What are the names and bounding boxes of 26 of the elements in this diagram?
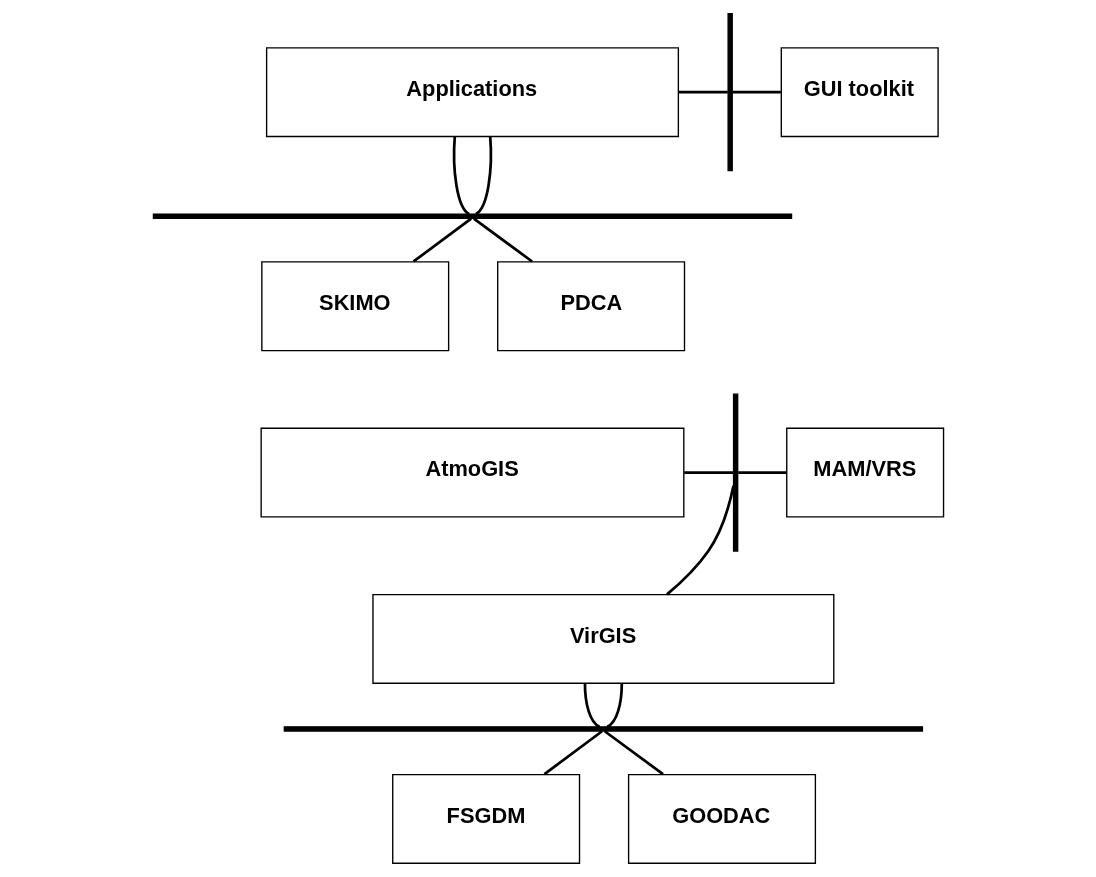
connector: [683, 471, 733, 474]
connector: [452, 136, 470, 216]
node-box: MAM/VRS: [785, 427, 944, 518]
node-box: FSGDM: [391, 773, 580, 864]
connector: [678, 90, 728, 94]
connector: [737, 471, 786, 474]
connector: [603, 730, 664, 776]
connector: [474, 136, 492, 216]
connector: [412, 217, 472, 263]
connector: [665, 485, 735, 596]
node-bar: [732, 393, 738, 552]
node-bar: [283, 726, 923, 732]
connector: [732, 90, 781, 94]
connector: [583, 683, 600, 728]
node-box: PDCA: [496, 261, 685, 352]
node-bar: [152, 213, 792, 219]
node-box: Applications: [265, 47, 679, 138]
node-box: VirGIS: [371, 593, 834, 684]
node-box: SKIMO: [260, 261, 449, 352]
connector: [543, 730, 603, 776]
node-box: GUI toolkit: [780, 47, 939, 138]
node-box: AtmoGIS: [260, 427, 684, 518]
connector: [606, 683, 623, 728]
node-box: GOODAC: [627, 773, 816, 864]
node-bar: [726, 13, 733, 172]
connector: [472, 217, 533, 263]
